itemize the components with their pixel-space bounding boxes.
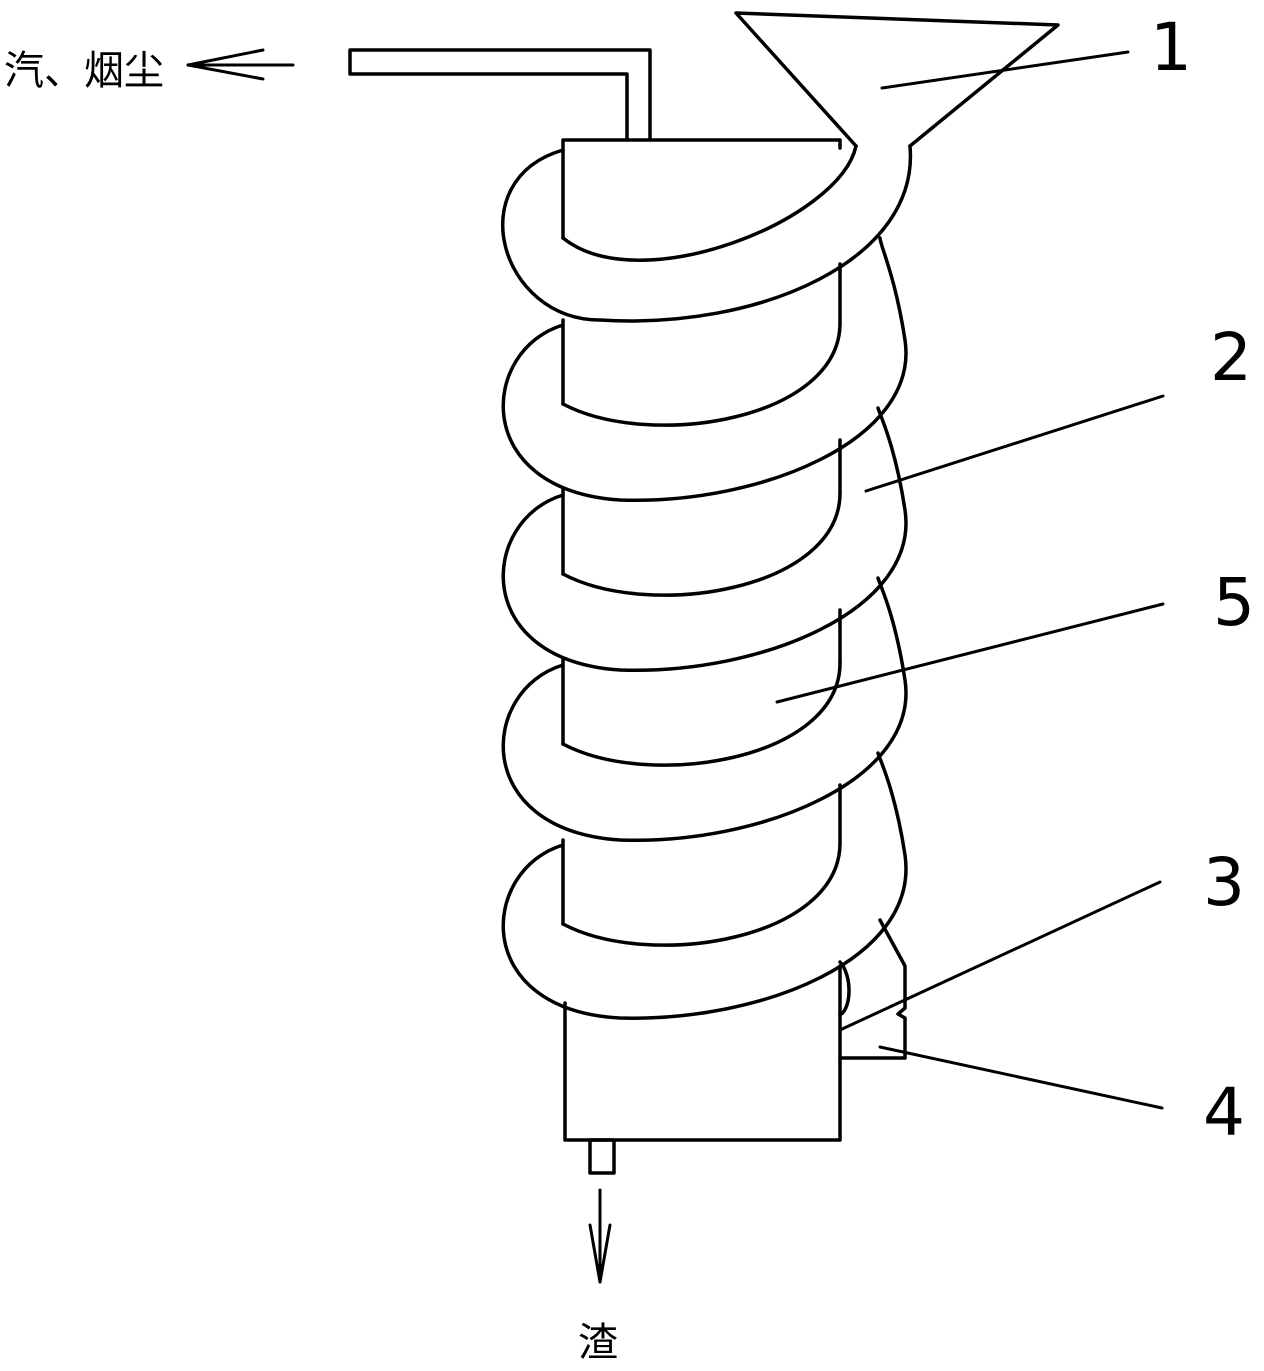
- exhaust-pipe: [348, 48, 652, 142]
- slag-collector: [563, 964, 842, 1142]
- callout-3: 3: [1203, 844, 1245, 921]
- slag-label: 渣: [578, 1320, 618, 1366]
- exhaust-label: 汽、烟尘: [4, 48, 164, 94]
- slag-outlet: [588, 1138, 616, 1175]
- callout-4: 4: [1203, 1074, 1245, 1151]
- side-valve: [838, 960, 851, 1017]
- slag-arrow-icon: [588, 1188, 612, 1284]
- callout-1: 1: [1150, 9, 1192, 86]
- side-bracket: [838, 918, 907, 1060]
- exhaust-arrow-icon: [186, 48, 295, 81]
- leader-lines: [775, 50, 1165, 1110]
- callout-5: 5: [1213, 564, 1255, 641]
- feed-hopper: [734, 11, 1060, 148]
- central-column: [561, 138, 842, 240]
- callout-2: 2: [1210, 319, 1252, 396]
- spiral-coil: [501, 144, 913, 1020]
